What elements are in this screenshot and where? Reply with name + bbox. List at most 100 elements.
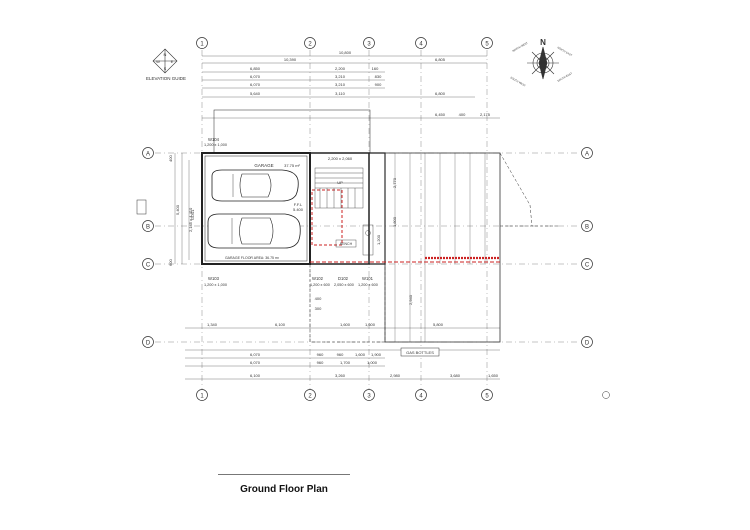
grid-label-c-left: C xyxy=(146,263,151,269)
sink-fixture xyxy=(365,230,371,236)
grid-bubble-5-top xyxy=(481,37,493,49)
elevation-marker-left xyxy=(136,199,147,215)
dim-bottom-row2-d: 1,600 xyxy=(355,352,366,357)
dim-top-row4-a: 6,070 xyxy=(250,82,261,87)
garage-area-badge: 37.75 m² xyxy=(284,163,300,168)
window-w101-tag: W101 xyxy=(362,276,374,281)
grid-label-5-bottom: 5 xyxy=(485,394,489,400)
window-w104-size: 1,200 x 1,000 xyxy=(204,143,227,147)
grid-bubble-1-top xyxy=(196,37,208,49)
gas-bottles-box xyxy=(400,347,440,357)
window-w101-size: 1,200 x 600 xyxy=(358,283,378,287)
dim-bottom-row1-a: 1,340 xyxy=(207,322,218,327)
ffl-value: 5.400 xyxy=(293,207,304,212)
kitchen-bench xyxy=(362,224,374,256)
grid-bubble-b-left xyxy=(142,220,154,232)
compass-ne-label: NORTH EAST xyxy=(557,45,574,57)
dim-left-a: 400 xyxy=(168,155,173,162)
utility-unit xyxy=(335,239,357,248)
compass-se-label: SOUTH EAST xyxy=(557,71,574,83)
elevation-guide-e: E xyxy=(171,59,174,64)
dim-bottom-row2-e: 1,900 xyxy=(371,352,382,357)
dim-top-row5-c: 6,800 xyxy=(435,91,446,96)
garage-label: GARAGE xyxy=(254,163,273,168)
car-upper xyxy=(211,169,299,202)
grid-label-4-bottom: 4 xyxy=(419,394,423,400)
bottom-dimension-lines xyxy=(185,327,500,380)
dim-bottom-row2-a: 6,070 xyxy=(250,352,261,357)
door-d102-size: 2,050 x 600 xyxy=(334,283,354,287)
compass-nw-label: NORTH WEST xyxy=(512,41,529,53)
grid-bubble-1-bottom xyxy=(196,389,208,401)
top-dimension-lines xyxy=(202,55,500,119)
dim-bottom-row3-d: 1,000 xyxy=(367,360,378,365)
entry-walls xyxy=(369,152,386,265)
grid-bubble-c-left xyxy=(142,258,154,270)
drawing-title: Ground Floor Plan xyxy=(240,484,328,495)
window-w102-tag: W102 xyxy=(312,276,324,281)
dim-bottom-row1-e: 5,800 xyxy=(433,322,444,327)
drawing-title-block: Ground Floor Plan xyxy=(218,474,350,497)
grid-label-b-right: B xyxy=(585,225,589,231)
stair-hall-walls xyxy=(309,152,370,265)
elevation-guide-n: N xyxy=(164,52,167,57)
grid-label-d-right: D xyxy=(585,341,590,347)
dim-interior-c: 1,800 xyxy=(392,216,397,227)
dim-bottom-row4-a: 6,100 xyxy=(250,373,261,378)
grid-label-2-bottom: 2 xyxy=(308,394,312,400)
dim-bottom-row3-c: 1,700 xyxy=(340,360,351,365)
dim-bottom-row3-a: 6,070 xyxy=(250,360,261,365)
grid-bubble-2-bottom xyxy=(304,389,316,401)
grid-bubble-d-left xyxy=(142,336,154,348)
dim-interior-e: 2,940 xyxy=(408,294,413,305)
grid-bubble-c-right xyxy=(581,258,593,270)
dim-bottom-row1-d: 1,600 xyxy=(365,322,376,327)
dim-top-row5-a: 5,640 xyxy=(250,91,261,96)
dim-top-row6-a: 6,450 xyxy=(435,112,446,117)
dim-bottom-row3-b: 960 xyxy=(317,360,324,365)
dim-top-row4-b: 3,210 xyxy=(335,82,346,87)
dim-interior-b: 2,770 xyxy=(392,177,397,188)
grid-label-a-right: A xyxy=(585,152,589,158)
dim-top-row6-c: 2,175 xyxy=(480,112,491,117)
dim-bottom-row1-b: 6,100 xyxy=(275,322,286,327)
dim-interior-d: 1,200 xyxy=(376,234,381,245)
dim-top-row4-c: 900 xyxy=(375,82,382,87)
stair xyxy=(314,167,364,209)
grid-bubble-a-left xyxy=(142,147,154,159)
dim-bottom-row2-c: 960 xyxy=(337,352,344,357)
dim-top-row2-c: 160 xyxy=(372,66,379,71)
grid-bubble-a-right xyxy=(581,147,593,159)
window-w102-size: 1,200 x 600 xyxy=(310,283,330,287)
dim-top-row1-a: 10,390 xyxy=(284,57,297,62)
grid-bubble-d-right xyxy=(581,336,593,348)
grid-bubble-3-bottom xyxy=(363,389,375,401)
dim-left-c: 600 xyxy=(168,259,173,266)
window-w103-size: 1,200 x 1,000 xyxy=(204,283,227,287)
revision-symbol xyxy=(602,391,610,399)
grid-bubble-4-top xyxy=(415,37,427,49)
upper-overhang-outline xyxy=(213,109,371,154)
elevation-guide-icon xyxy=(152,48,178,74)
dim-stair-hall: 2,200 x 2,060 xyxy=(328,156,353,161)
dim-bottom-row2-b: 960 xyxy=(317,352,324,357)
grid-label-3-bottom: 3 xyxy=(367,394,371,400)
garage-slab-edge xyxy=(204,155,308,262)
grid-bubble-3-top xyxy=(363,37,375,49)
north-arrow-icon xyxy=(527,46,559,80)
dim-top-row6-b: 400 xyxy=(459,112,466,117)
grid-label-c-right: C xyxy=(585,263,590,269)
compass-sw-label: SOUTH WEST xyxy=(510,75,527,87)
dim-top-row2-b: 2,200 xyxy=(335,66,346,71)
grid-label-5-top: 5 xyxy=(485,42,489,48)
dim-bottom-row4-d: 3,680 xyxy=(450,373,461,378)
dim-top-overall: 10,800 xyxy=(339,50,352,55)
dim-bottom-row4-c: 2,980 xyxy=(390,373,401,378)
north-label: N xyxy=(540,38,546,47)
door-d102-tag: D102 xyxy=(338,276,349,281)
window-w104-tag: W104 xyxy=(208,137,220,142)
dim-left-b: 2,145 x 4,410 xyxy=(188,207,193,232)
grid-bubble-2-top xyxy=(304,37,316,49)
dim-bottom-row4-b: 3,260 xyxy=(335,373,346,378)
